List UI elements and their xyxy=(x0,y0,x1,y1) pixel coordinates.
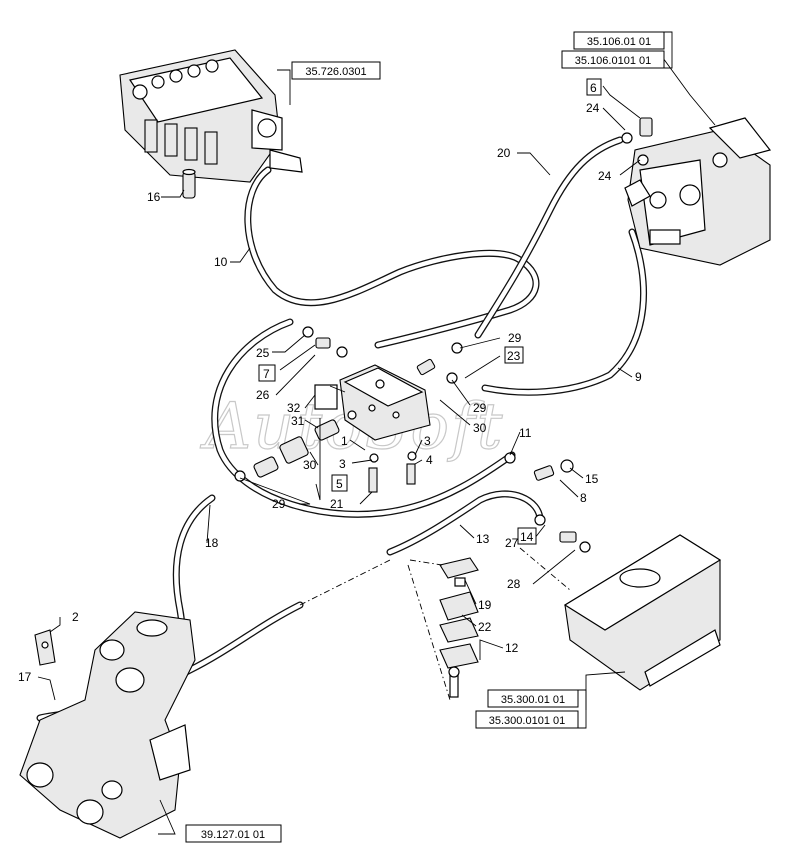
callout-19: 19 xyxy=(478,598,492,612)
control-valve xyxy=(119,49,303,183)
hydraulic-pump xyxy=(624,117,772,266)
callout-8: 8 xyxy=(580,491,587,505)
ref-box-frame[interactable]: 39.127.01 01 xyxy=(185,824,282,843)
callout-2: 2 xyxy=(72,610,79,624)
callout-7: 7 xyxy=(263,367,270,381)
callout-26: 26 xyxy=(256,388,270,402)
callout-30-left: 30 xyxy=(303,458,317,472)
callout-32: 32 xyxy=(287,401,301,415)
callout-20: 20 xyxy=(497,146,511,160)
callout-31: 31 xyxy=(291,414,305,428)
callout-24-upper: 24 xyxy=(586,101,600,115)
chassis-frame xyxy=(19,611,196,839)
ref-box-valve[interactable]: 35.726.0301 xyxy=(291,61,381,80)
ref-tank-1-text: 35.300.01 01 xyxy=(501,694,565,706)
ref-pump-1-text: 35.106.01 01 xyxy=(587,36,651,48)
callout-3-right: 3 xyxy=(424,434,431,448)
hydraulic-tank xyxy=(563,534,722,691)
callout-24-lower: 24 xyxy=(598,169,612,183)
callout-14: 14 xyxy=(520,530,534,544)
callout-3-left: 3 xyxy=(339,457,346,471)
plug-16 xyxy=(182,168,196,199)
ref-box-pump[interactable]: 35.106.01 01 35.106.0101 01 xyxy=(561,31,673,69)
callout-29-top: 29 xyxy=(508,331,522,345)
callout-18: 18 xyxy=(205,536,219,550)
callout-16: 16 xyxy=(147,190,161,204)
block-fittings xyxy=(234,326,591,553)
callout-9: 9 xyxy=(635,370,642,384)
clamp-stack xyxy=(407,557,479,701)
callout-29-mid: 29 xyxy=(473,401,487,415)
ref-pump-2-text: 35.106.0101 01 xyxy=(575,55,651,67)
callout-17: 17 xyxy=(18,670,32,684)
callout-4: 4 xyxy=(426,453,433,467)
callout-numbers: 16 10 20 6 24 24 25 7 26 32 31 29 23 29 … xyxy=(18,81,642,684)
fitting-6 xyxy=(621,117,653,166)
callout-10: 10 xyxy=(214,255,228,269)
boxed-callouts xyxy=(258,78,602,545)
callout-6: 6 xyxy=(590,81,597,95)
bracket-2 xyxy=(34,629,56,666)
tank-dash-line xyxy=(519,547,571,591)
callout-21: 21 xyxy=(330,497,344,511)
ref-box-tank[interactable]: 35.300.01 01 35.300.0101 01 xyxy=(475,689,587,729)
callout-13: 13 xyxy=(476,532,490,546)
callout-1: 1 xyxy=(341,434,348,448)
ref-tank-2-text: 35.300.0101 01 xyxy=(489,715,565,727)
callout-12: 12 xyxy=(505,641,519,655)
callout-22: 22 xyxy=(478,620,492,634)
callout-15: 15 xyxy=(585,472,599,486)
leader-lines xyxy=(37,57,716,835)
frame-dash-line xyxy=(299,559,391,606)
callout-23: 23 xyxy=(507,349,521,363)
callout-30-right: 30 xyxy=(473,421,487,435)
callout-25: 25 xyxy=(256,346,270,360)
callout-28: 28 xyxy=(507,577,521,591)
callout-27: 27 xyxy=(505,536,519,550)
callout-29-bottom: 29 xyxy=(272,497,286,511)
ref-frame-text: 39.127.01 01 xyxy=(201,829,265,841)
ref-valve-text: 35.726.0301 xyxy=(305,66,366,78)
callout-11: 11 xyxy=(519,426,532,440)
callout-5: 5 xyxy=(336,477,343,491)
central-valve-block xyxy=(314,364,431,441)
